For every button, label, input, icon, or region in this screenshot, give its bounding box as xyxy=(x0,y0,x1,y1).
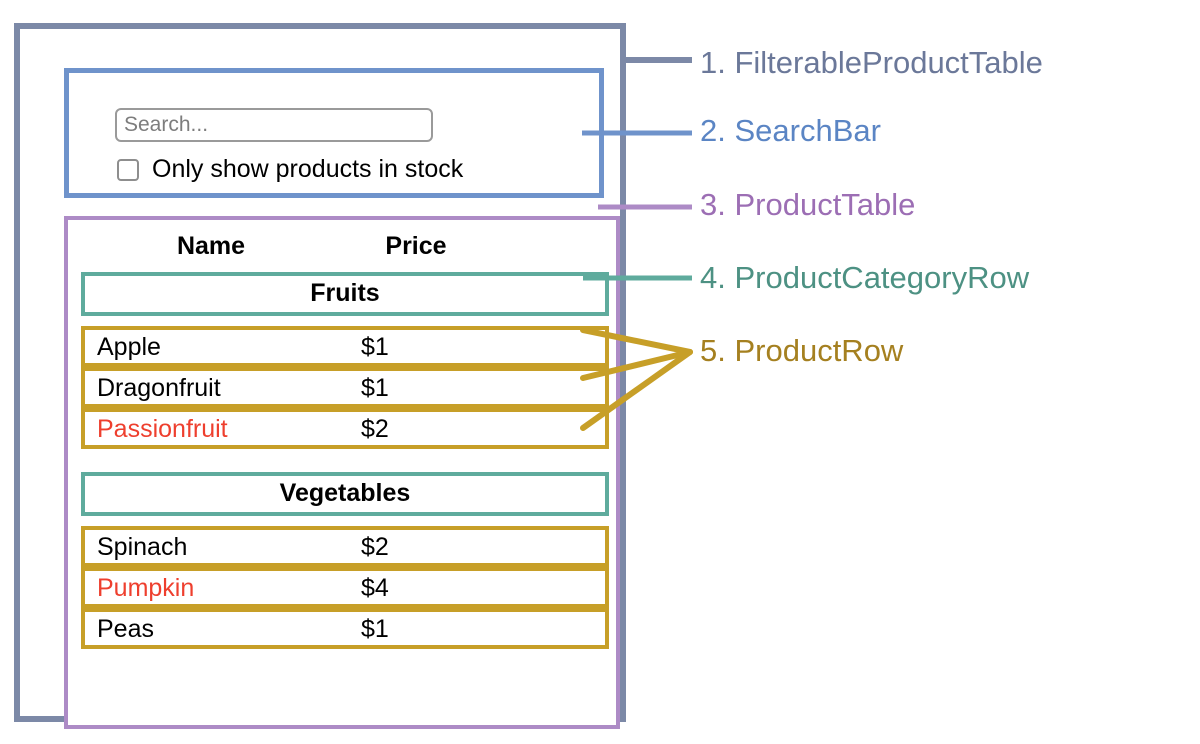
product-name: Peas xyxy=(97,615,154,643)
product-rows-group-vegetables: Spinach $2 Pumpkin $4 Peas $1 xyxy=(81,526,609,649)
product-table-inner: Name Price Fruits Apple $1 Dragonfruit $… xyxy=(81,227,609,649)
product-name: Apple xyxy=(97,333,161,361)
legend-item-product-table: 3. ProductTable xyxy=(700,187,916,222)
product-price: $1 xyxy=(361,333,389,361)
product-category-row: Fruits xyxy=(81,272,609,316)
column-header-price: Price xyxy=(385,232,447,260)
product-name: Spinach xyxy=(97,533,188,561)
product-table-box: Name Price Fruits Apple $1 Dragonfruit $… xyxy=(64,216,620,729)
product-name: Passionfruit xyxy=(97,415,228,443)
search-bar-box: Search... Only show products in stock xyxy=(64,68,604,198)
product-name: Pumpkin xyxy=(97,574,195,602)
product-name: Dragonfruit xyxy=(97,374,221,402)
product-category-label: Vegetables xyxy=(279,479,411,507)
stock-filter-label: Only show products in stock xyxy=(152,155,464,183)
search-input[interactable]: Search... xyxy=(115,108,433,142)
stock-filter-checkbox[interactable] xyxy=(117,158,139,181)
product-price: $1 xyxy=(361,374,389,402)
legend-item-search-bar: 2. SearchBar xyxy=(700,113,881,148)
product-row: Pumpkin $4 xyxy=(81,567,609,608)
product-row: Apple $1 xyxy=(81,326,609,367)
product-row: Dragonfruit $1 xyxy=(81,367,609,408)
row-gap xyxy=(81,516,609,526)
row-gap xyxy=(81,316,609,326)
column-header-name: Name xyxy=(176,232,246,260)
product-price: $4 xyxy=(361,574,389,602)
section-gap xyxy=(81,449,609,472)
legend-item-product-category-row: 4. ProductCategoryRow xyxy=(700,260,1030,295)
product-category-row: Vegetables xyxy=(81,472,609,516)
legend-item-filterable-product-table: 1. FilterableProductTable xyxy=(700,45,1043,80)
product-row: Spinach $2 xyxy=(81,526,609,567)
product-row: Passionfruit $2 xyxy=(81,408,609,449)
filterable-product-table-box: Search... Only show products in stock Na… xyxy=(14,23,626,729)
stock-filter-row[interactable]: Only show products in stock xyxy=(117,157,463,182)
product-category-label: Fruits xyxy=(310,279,380,307)
product-price: $2 xyxy=(361,415,389,443)
product-price: $2 xyxy=(361,533,389,561)
product-row: Peas $1 xyxy=(81,608,609,649)
legend-item-product-row: 5. ProductRow xyxy=(700,333,904,368)
product-price: $1 xyxy=(361,615,389,643)
product-table-header-row: Name Price xyxy=(81,227,609,272)
product-rows-group-fruits: Apple $1 Dragonfruit $1 Passionfruit $2 xyxy=(81,326,609,449)
